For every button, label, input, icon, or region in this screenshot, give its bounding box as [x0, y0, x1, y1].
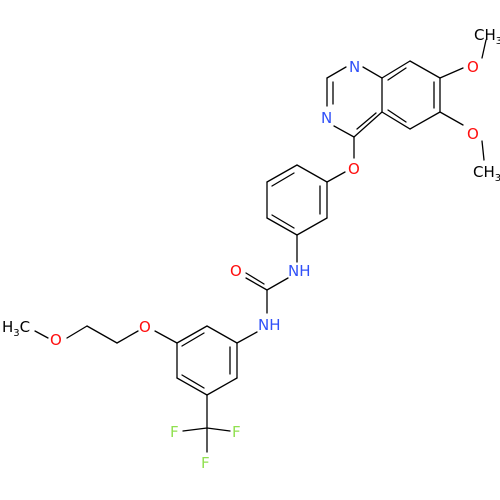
atom-methyl-left: H3C	[2, 318, 30, 339]
atom-fluorine-right: F	[232, 423, 241, 441]
atom-labels: O CH3 O CH3 N N O NH O NH O O H3C F F F	[2, 26, 500, 472]
bond	[206, 427, 231, 432]
atom-methyl-lower-main: CH	[473, 163, 495, 181]
bond	[409, 60, 441, 79]
atom-methyl-lower: CH3	[473, 163, 500, 184]
atom-oxygen-carbonyl: O	[230, 262, 242, 280]
bond	[266, 164, 298, 183]
bond	[181, 332, 205, 347]
bond	[362, 66, 383, 79]
atom-oxygen-aryl-ether: O	[139, 318, 151, 336]
bond	[176, 377, 208, 396]
atom-oxygen-ether: O	[348, 160, 360, 178]
bond	[236, 331, 258, 344]
bond	[439, 67, 464, 79]
atom-nh-upper: NH	[288, 262, 311, 280]
bond	[387, 67, 407, 81]
bond	[245, 277, 268, 291]
bond	[206, 377, 238, 396]
bond	[266, 217, 298, 236]
bond	[266, 277, 289, 291]
atom-methyl-upper: CH3	[474, 26, 500, 47]
bond	[333, 125, 355, 138]
bond	[387, 109, 407, 123]
bond	[34, 330, 49, 339]
bond	[439, 111, 464, 126]
bond	[353, 111, 383, 138]
bond	[154, 330, 178, 344]
bond	[326, 66, 347, 79]
bond	[271, 214, 295, 229]
bond	[245, 272, 265, 285]
bond	[66, 325, 88, 339]
atom-methyl-left-c: C	[20, 318, 30, 336]
bond	[182, 427, 208, 432]
bond	[176, 325, 208, 344]
bond	[481, 140, 485, 161]
bond	[381, 111, 411, 130]
atom-oxygen-lower-methoxy: O	[467, 125, 479, 143]
bond	[481, 39, 487, 59]
atom-oxygen-upper-methoxy: O	[467, 58, 479, 76]
bond	[296, 164, 328, 183]
bond	[181, 374, 205, 389]
atom-nitrogen-top: N	[349, 58, 360, 76]
bond-lines	[34, 39, 487, 453]
atom-oxygen-methoxyethyl: O	[50, 331, 62, 349]
bond	[206, 325, 238, 344]
bond	[86, 325, 118, 344]
bond	[409, 111, 441, 130]
bond	[271, 172, 295, 187]
bond	[326, 171, 346, 183]
atom-methyl-upper-subscript: 3	[496, 36, 500, 47]
atom-nitrogen-left: N	[321, 109, 332, 127]
atom-methyl-left-subscript: 3	[13, 328, 19, 339]
bond	[356, 112, 377, 130]
bond	[116, 330, 139, 344]
bond	[381, 60, 411, 79]
atom-fluorine-left: F	[170, 423, 179, 441]
bond	[296, 217, 328, 236]
atom-nh-lower: NH	[258, 316, 281, 334]
atom-methyl-upper-main: CH	[474, 26, 496, 44]
atom-methyl-lower-subscript: 3	[495, 173, 500, 184]
atom-fluorine-bottom: F	[201, 454, 210, 472]
atom-methyl-left-h: H	[2, 318, 13, 336]
